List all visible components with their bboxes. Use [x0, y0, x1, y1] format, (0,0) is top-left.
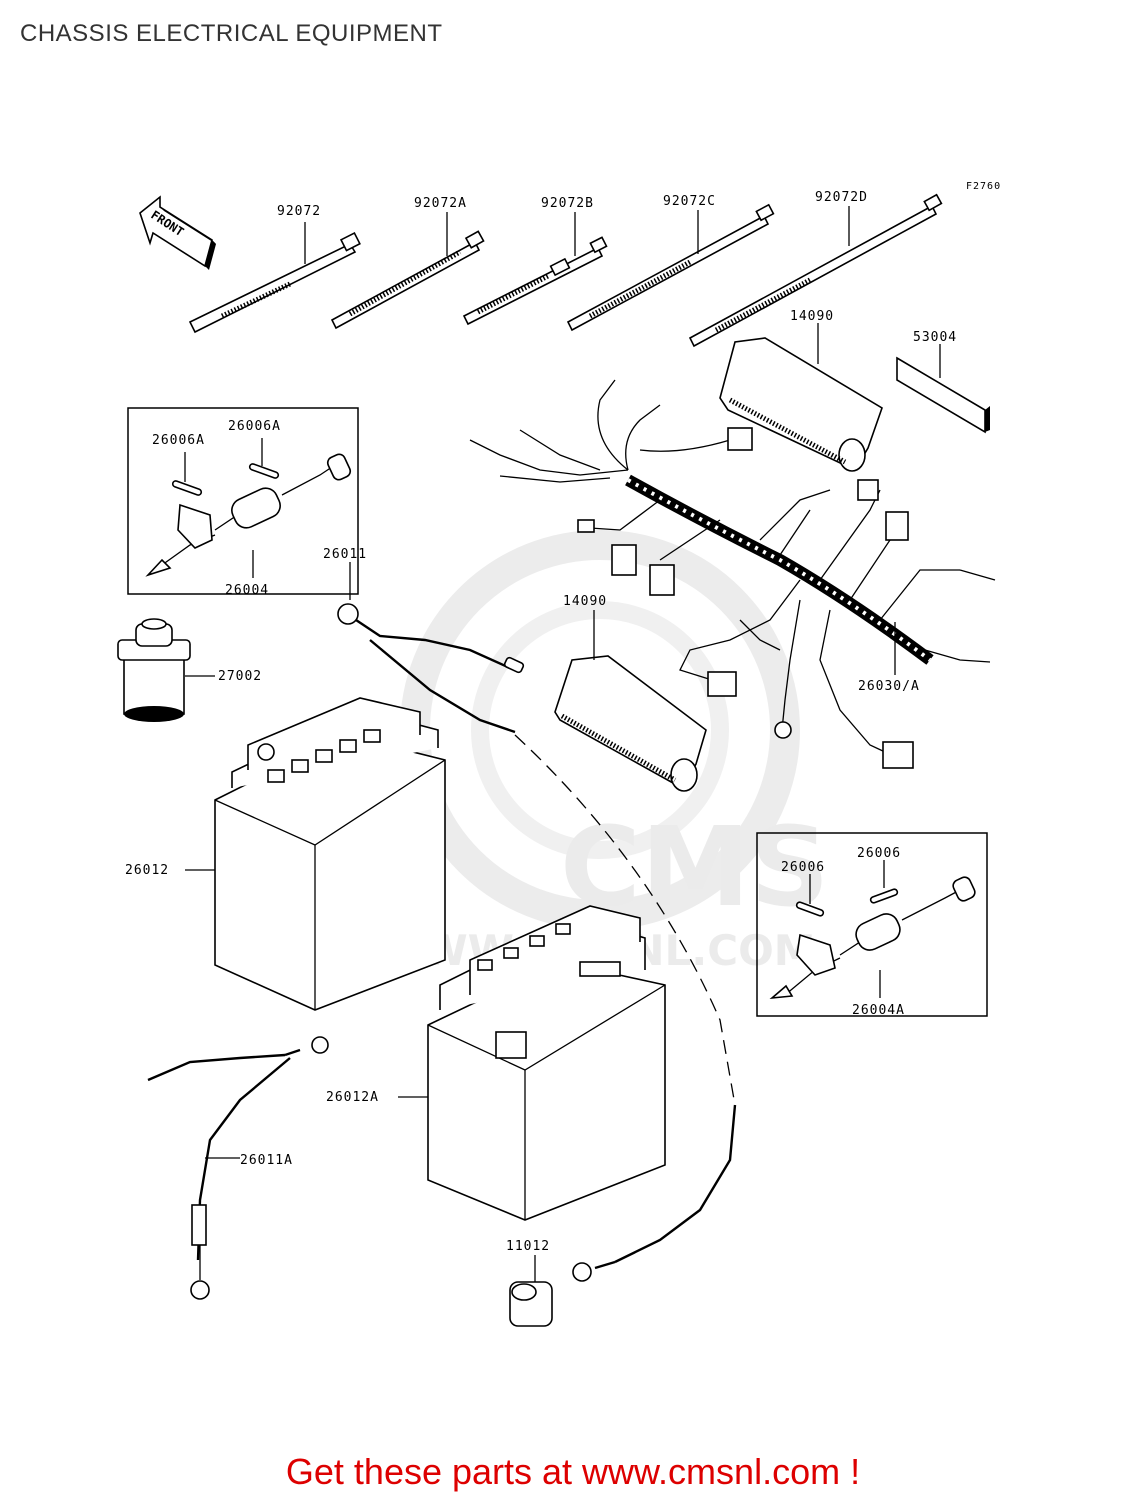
battery-26012A: [398, 905, 666, 1221]
label-92072B: 92072B: [541, 196, 594, 211]
label-11012: 11012: [506, 1239, 550, 1254]
battery-26012: [185, 697, 446, 1011]
battery-cable-11012: [509, 1104, 737, 1327]
label-92072: 92072: [277, 204, 321, 219]
label-92072D: 92072D: [815, 190, 868, 205]
label-14090-top: 14090: [790, 309, 834, 324]
label-26006A-right: 26006A: [228, 419, 281, 434]
label-27002: 27002: [218, 669, 262, 684]
ground-lead-26011: [337, 562, 525, 734]
front-arrow-icon: FRONT: [139, 195, 216, 270]
label-53004: 53004: [913, 330, 957, 345]
figure-number: F2760: [966, 181, 1001, 192]
label-26012: 26012: [125, 863, 169, 878]
fuse-holder-box-26004A: [756, 832, 988, 1017]
cable-tie-92072D: [688, 193, 943, 348]
label-plate-53004: [896, 344, 990, 434]
cable-tie-92072B: [462, 212, 608, 326]
label-26011: 26011: [323, 547, 367, 562]
label-26012A: 26012A: [326, 1090, 379, 1105]
cable-tie-92072: [188, 222, 361, 334]
protector-14090-top: [719, 323, 883, 472]
protector-14090-middle: [554, 610, 707, 792]
starter-relay-27002: [117, 618, 215, 722]
label-26004A: 26004A: [852, 1003, 905, 1018]
label-26011A: 26011A: [240, 1153, 293, 1168]
parts-diagram: CMS WWW.CMSNL.COM F2760 FRONT 92072 9207…: [117, 181, 1001, 1327]
fuse-holder-box-26004: [127, 407, 359, 595]
label-26030A: 26030/A: [858, 679, 920, 694]
label-92072C: 92072C: [663, 194, 716, 209]
cable-tie-92072A: [330, 212, 485, 330]
label-92072A: 92072A: [414, 196, 467, 211]
wiring-harness-26030: [469, 379, 996, 769]
page-title: CHASSIS ELECTRICAL EQUIPMENT: [20, 20, 443, 47]
label-26006-right: 26006: [857, 846, 901, 861]
promo-banner[interactable]: Get these parts at www.cmsnl.com !: [285, 1451, 861, 1492]
label-26006A-left: 26006A: [152, 433, 205, 448]
alternate-routing-line: [514, 734, 736, 1106]
lead-26011A: [147, 1036, 329, 1300]
label-26004: 26004: [225, 583, 269, 598]
label-26006-left: 26006: [781, 860, 825, 875]
label-14090-middle: 14090: [563, 594, 607, 609]
cable-tie-92072C: [566, 203, 775, 332]
